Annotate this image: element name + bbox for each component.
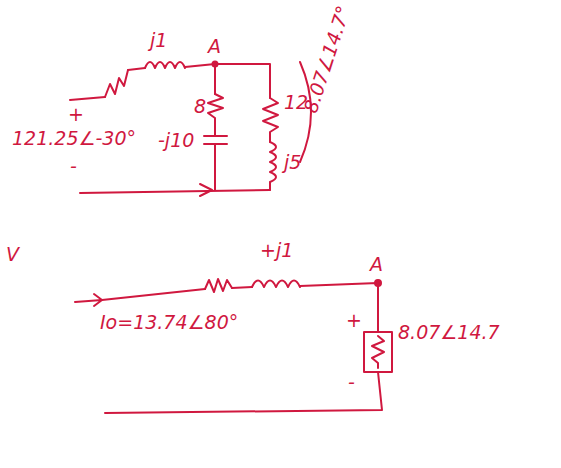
component-label: 8 xyxy=(194,96,206,117)
resistor-symbol xyxy=(105,70,128,97)
component-label: - xyxy=(70,156,77,177)
wire xyxy=(214,64,216,94)
component-label: V xyxy=(6,244,19,265)
inductor-symbol xyxy=(145,62,185,68)
component-label: + xyxy=(68,104,84,125)
component-label: + xyxy=(346,310,362,331)
resistor-symbol xyxy=(208,94,223,135)
node-dot xyxy=(375,280,381,286)
component-label: j5 xyxy=(284,152,301,173)
component-label: -j10 xyxy=(158,130,194,151)
component-label: - xyxy=(348,372,355,393)
resistor-symbol xyxy=(263,98,278,142)
resistor-symbol xyxy=(205,279,232,292)
wire xyxy=(128,68,145,70)
capacitor-symbol xyxy=(204,136,227,190)
current-arrow xyxy=(200,184,212,196)
component-label: Io=13.74∠80° xyxy=(100,312,238,333)
wire xyxy=(70,97,105,100)
component-label: A xyxy=(370,254,383,275)
wire xyxy=(80,190,270,193)
current-arrow xyxy=(75,294,102,306)
component-label: 8.07∠14.7° xyxy=(300,3,354,115)
wire xyxy=(232,287,252,288)
component-label: A xyxy=(208,36,221,57)
resistor-symbol xyxy=(372,336,384,368)
wire xyxy=(300,283,378,332)
wire xyxy=(185,64,270,98)
impedance-box xyxy=(364,332,392,372)
wire xyxy=(105,372,382,413)
component-label: j1 xyxy=(150,30,167,51)
component-label: 8.07∠14.7 xyxy=(398,322,500,343)
wire xyxy=(102,289,205,300)
component-label: +j1 xyxy=(260,240,293,261)
component-label: 121.25∠-30° xyxy=(12,128,136,149)
inductor-symbol xyxy=(252,281,300,288)
inductor-symbol xyxy=(270,142,276,190)
